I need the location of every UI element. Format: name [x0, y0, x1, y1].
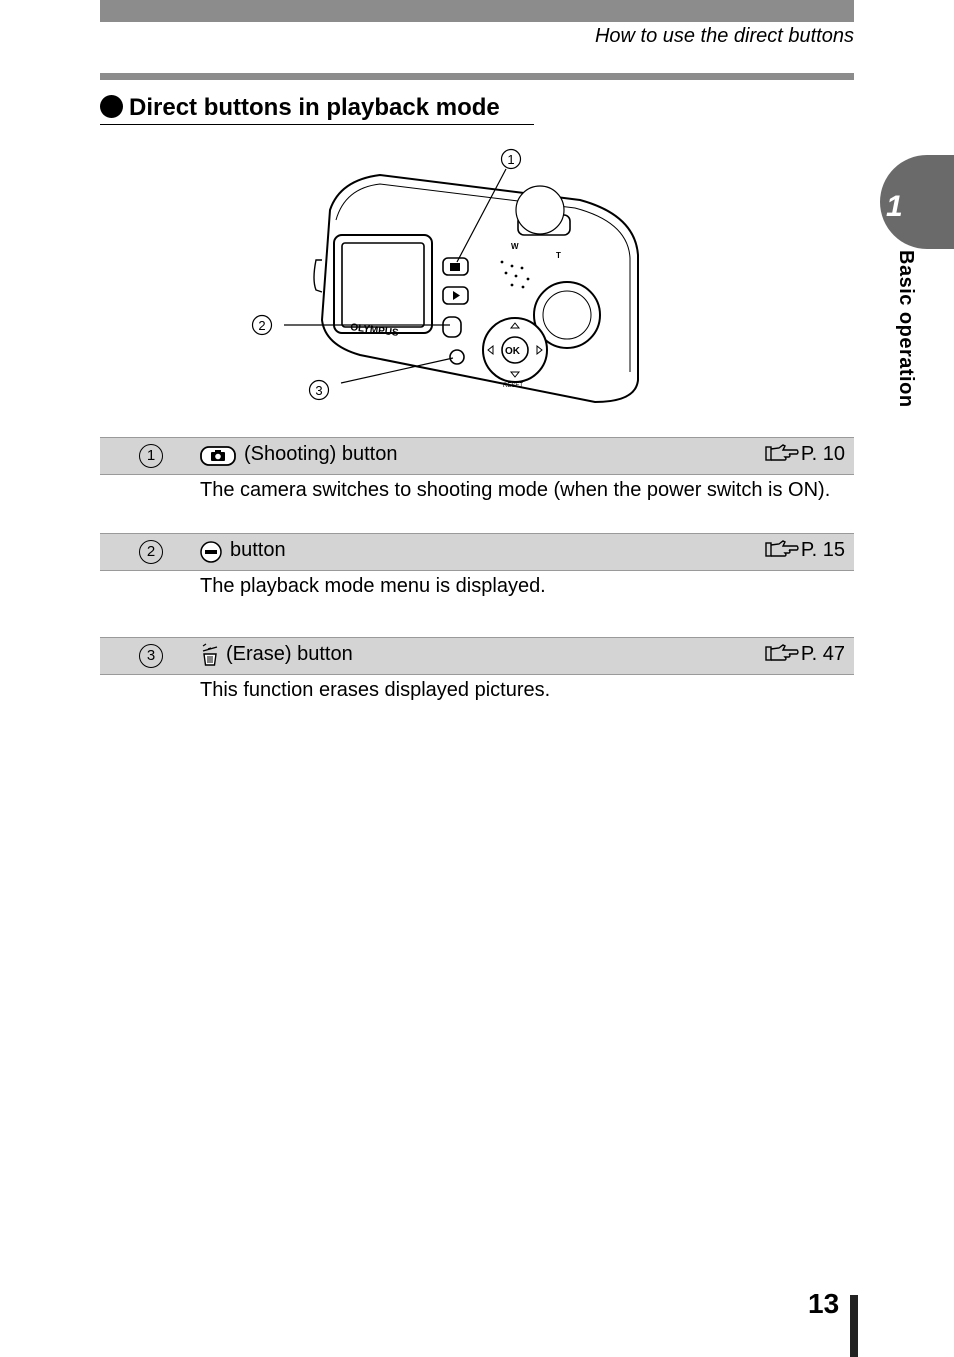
item-number: 3	[139, 644, 163, 668]
shutter-button	[515, 185, 565, 235]
camera-icon	[450, 263, 460, 271]
ok-label: OK	[505, 346, 521, 357]
item-label: (Shooting) button	[244, 443, 398, 465]
running-head: How to use the direct buttons	[594, 25, 854, 47]
zoom-w-label: W	[511, 242, 519, 251]
mode-dial	[533, 281, 601, 349]
trash-icon	[202, 643, 218, 666]
callout-number: 2	[258, 318, 265, 333]
pointing-hand-icon	[765, 540, 799, 557]
menu-button-shape	[442, 316, 462, 338]
reset-label: RESET	[503, 383, 523, 389]
item-description: The camera switches to shooting mode (wh…	[200, 479, 831, 501]
callout-circle	[500, 148, 522, 170]
item-header-erase: 3 (Erase) button P. 47	[100, 637, 854, 675]
item-number: 1	[139, 444, 163, 468]
callout-number: 1	[507, 152, 514, 167]
play-icon	[453, 291, 460, 300]
page-reference-text: P. 15	[800, 539, 845, 561]
header-bar	[100, 0, 854, 22]
item-header-menu: 2 button P. 15	[100, 533, 854, 571]
bullet-icon	[100, 95, 123, 118]
zoom-t-label: T	[556, 251, 561, 260]
item-number: 2	[139, 540, 163, 564]
camera-icon	[200, 446, 236, 466]
camera-illustration: OK RESET W T OLYMPUS 1 2 3	[251, 148, 639, 404]
page-reference: P. 15	[765, 539, 845, 562]
chapter-tab	[880, 155, 954, 249]
section-title-text: Direct buttons in playback mode	[129, 94, 500, 121]
callout-number: 3	[315, 383, 322, 398]
callout-lines	[284, 168, 507, 384]
arrow-pad	[482, 317, 548, 383]
page-reference: P. 47	[765, 643, 845, 666]
chapter-number: 1	[886, 190, 903, 223]
menu-icon	[200, 541, 222, 563]
erase-button-shape	[449, 349, 465, 365]
callout-circle	[251, 314, 273, 336]
camera-screen	[333, 234, 433, 334]
header-rule	[100, 73, 854, 80]
item-description: This function erases displayed pictures.	[200, 679, 551, 701]
chapter-label: Basic operation	[895, 250, 917, 408]
page-number: 13	[808, 1288, 840, 1319]
pointing-hand-icon	[765, 644, 799, 661]
pointing-hand-icon	[765, 444, 799, 461]
section-title: Direct buttons in playback mode	[100, 94, 534, 125]
page-reference-text: P. 10	[800, 443, 845, 465]
speaker-dots	[500, 260, 530, 289]
page-reference-text: P. 47	[800, 643, 845, 665]
item-description: The playback mode menu is displayed.	[200, 575, 546, 597]
item-label: (Erase) button	[226, 643, 353, 665]
callout-circle	[308, 379, 330, 401]
page-number-bar	[850, 1295, 858, 1357]
page-reference: P. 10	[765, 443, 845, 466]
item-label: button	[230, 539, 286, 561]
item-header-shooting: 1 (Shooting) button P. 10	[100, 437, 854, 475]
